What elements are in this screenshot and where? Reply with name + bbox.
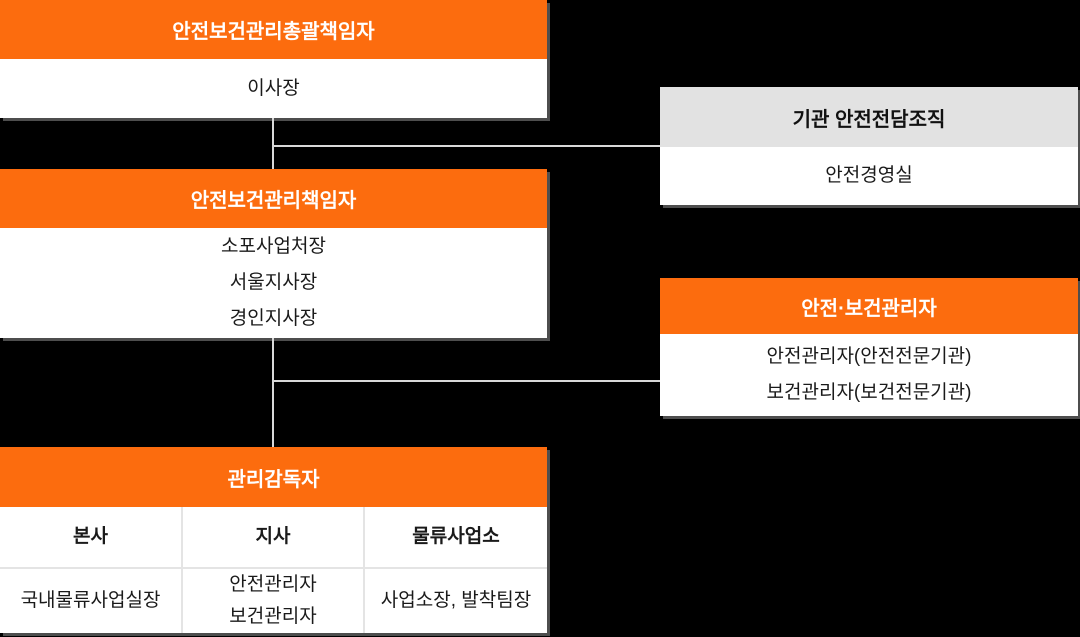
member-line: 경인지사장 (229, 308, 318, 329)
box-safety-health-officer: 안전·보건관리자 안전관리자(안전전문기관) 보건관리자(보건전문기관) (660, 278, 1078, 416)
member-line: 국내물류사업실장 (20, 590, 161, 611)
table-cell-branch: 안전관리자 보건관리자 (183, 569, 365, 633)
member-line: 이사장 (247, 77, 300, 99)
box-general-manager: 안전보건관리총괄책임자 이사장 (0, 0, 547, 118)
box-dedicated-org-body: 안전경영실 (660, 147, 1078, 205)
member-line: 보건관리자(보건전문기관) (766, 382, 972, 403)
box-safety-health-manager-body: 소포사업처장 서울지사장 경인지사장 (0, 228, 547, 338)
box-supervisor-title: 관리감독자 (0, 447, 547, 507)
member-line: 안전관리자 (229, 574, 317, 595)
box-safety-health-manager-title: 안전보건관리책임자 (0, 169, 547, 228)
box-safety-health-manager: 안전보건관리책임자 소포사업처장 서울지사장 경인지사장 (0, 169, 547, 338)
table-header-headquarters: 본사 (0, 507, 183, 569)
supervisor-table: 본사 지사 물류사업소 국내물류사업실장 안전관리자 보건관리자 사업소장, 발… (0, 507, 547, 633)
member-line: 보건관리자 (229, 606, 317, 627)
connector-horizontal-bottom (273, 380, 660, 382)
member-line: 사업소장, 발착팀장 (380, 590, 532, 611)
box-dedicated-org: 기관 안전전담조직 안전경영실 (660, 87, 1078, 205)
member-line: 소포사업처장 (221, 236, 326, 257)
member-line: 안전경영실 (825, 165, 913, 186)
table-cell-logistics: 사업소장, 발착팀장 (365, 569, 547, 633)
box-dedicated-org-title: 기관 안전전담조직 (660, 87, 1078, 147)
box-general-manager-title: 안전보건관리총괄책임자 (0, 0, 547, 59)
member-line: 안전관리자(안전전문기관) (766, 346, 972, 367)
table-header-logistics: 물류사업소 (365, 507, 547, 569)
box-supervisor: 관리감독자 (0, 447, 547, 507)
box-safety-health-officer-body: 안전관리자(안전전문기관) 보건관리자(보건전문기관) (660, 334, 1078, 416)
connector-vertical-bottom (272, 338, 274, 447)
table-header-branch: 지사 (183, 507, 365, 569)
member-line: 서울지사장 (229, 272, 318, 293)
table-cell-headquarters: 국내물류사업실장 (0, 569, 183, 633)
connector-horizontal-top (273, 145, 660, 147)
box-safety-health-officer-title: 안전·보건관리자 (660, 278, 1078, 334)
connector-vertical-top (272, 118, 274, 169)
box-general-manager-body: 이사장 (0, 59, 547, 118)
